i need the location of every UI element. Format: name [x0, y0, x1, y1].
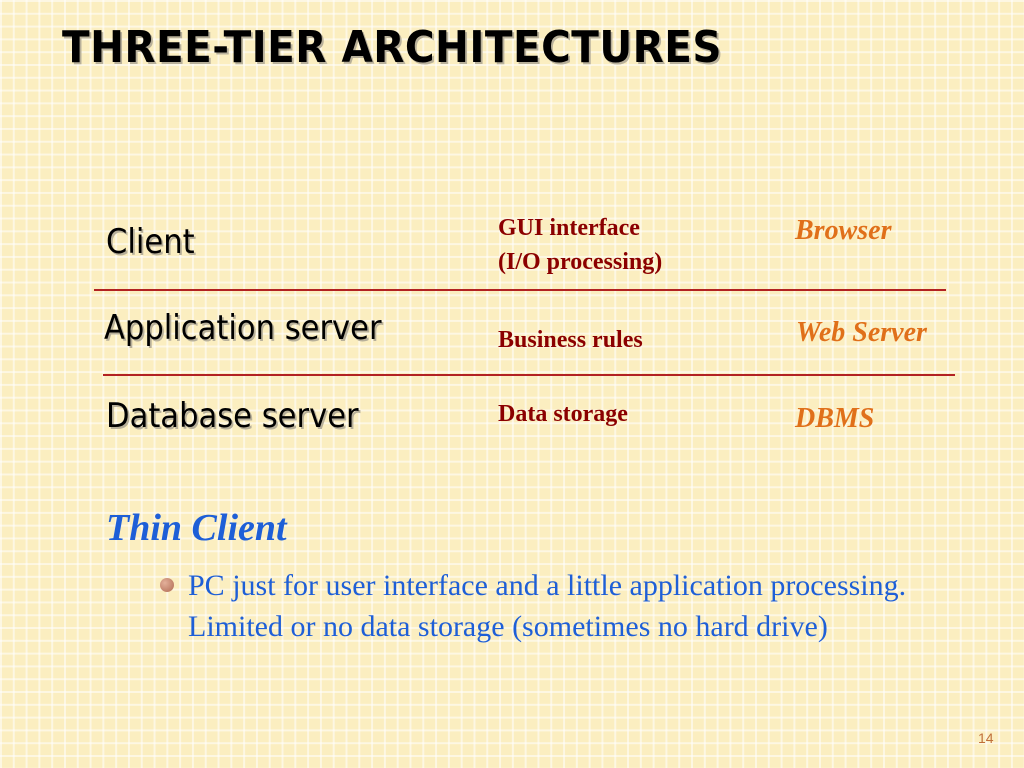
tier-role-client: GUI interface (I/O processing)	[498, 211, 662, 279]
tier-role-line: (I/O processing)	[498, 249, 663, 275]
page-number: 14	[978, 730, 994, 746]
thin-client-heading: Thin Client	[106, 507, 287, 549]
tier-role-database-server: Data storage	[498, 397, 628, 431]
tier-name-client: Client	[106, 222, 195, 262]
tier-software-application-server: Web Server	[796, 317, 927, 348]
bullet-icon	[160, 578, 174, 592]
tier-divider	[103, 374, 955, 376]
tier-software-database-server: DBMS	[795, 403, 875, 434]
thin-client-bullet: PC just for user interface and a little …	[188, 569, 907, 643]
tier-name-application-server: Application server	[104, 308, 382, 348]
tier-divider	[94, 289, 946, 291]
tier-role-line: Data storage	[498, 401, 628, 427]
tier-role-application-server: Business rules	[498, 323, 643, 357]
tier-role-line: Business rules	[498, 327, 643, 353]
slide-title: THREE-TIER ARCHITECTURES	[62, 22, 723, 73]
tier-name-database-server: Database server	[106, 396, 359, 436]
tier-role-line: GUI interface	[498, 215, 640, 241]
tier-software-client: Browser	[795, 215, 892, 246]
